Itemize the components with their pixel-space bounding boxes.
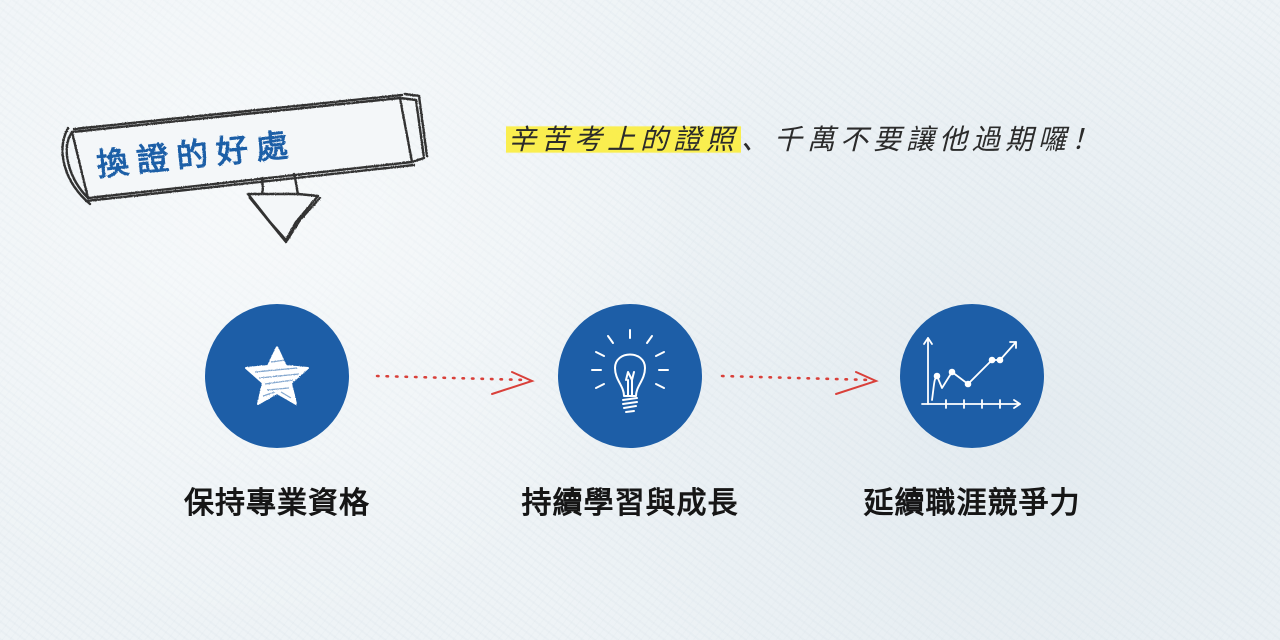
- step-1-label: 保持專業資格: [184, 486, 370, 521]
- star-icon: [245, 346, 309, 405]
- arrow-step1-to-step2: [375, 371, 535, 395]
- tagline-rest: 、千萬不要讓他過期囉！: [741, 123, 1105, 156]
- growth-chart-icon: [921, 337, 1021, 409]
- banner: 換證的好處: [61, 92, 429, 244]
- banner-ribbon: [61, 92, 429, 244]
- step-3-label: 延續職涯競爭力: [863, 486, 1081, 521]
- lightbulb-icon: [591, 329, 669, 413]
- step-2-label: 持續學習與成長: [521, 486, 739, 521]
- step-3-circle: [900, 304, 1044, 448]
- arrow-step2-to-step3: [720, 371, 879, 395]
- tagline: 辛苦考上的證照、千萬不要讓他過期囉！: [506, 118, 1104, 158]
- tagline-highlighted: 辛苦考上的證照: [506, 123, 742, 156]
